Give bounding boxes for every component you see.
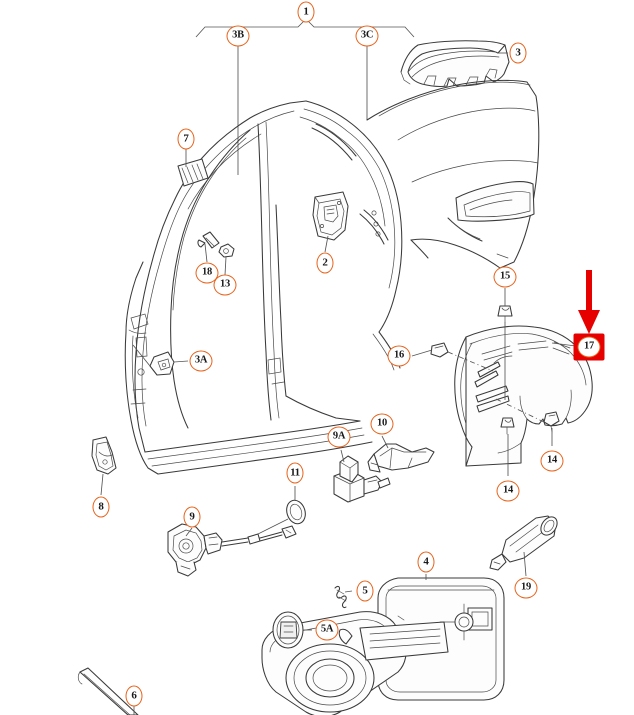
part-6-trim-strip [77,667,139,715]
leader-3A [173,360,189,363]
callout-14[interactable]: 14 [540,450,564,472]
part-3A-clip [149,351,175,376]
part-5A-seal-ring [272,611,304,649]
callout-19[interactable]: 19 [514,577,538,599]
callout-1[interactable]: 1 [297,1,315,23]
highlight-arrow [578,270,600,334]
leader-5 [344,590,353,593]
callout-9A[interactable]: 9A [327,426,351,448]
callout-11[interactable]: 11 [286,462,304,484]
part-2-reinforcement-bracket [312,191,349,241]
leader-8 [100,473,104,496]
part-7-vent-grille [177,158,209,187]
body-side-outer-panel [124,100,403,475]
part-16-fastener-clip [430,342,449,358]
callout-5A[interactable]: 5A [315,619,339,641]
callout-6[interactable]: 6 [125,685,143,707]
callout-17[interactable]: 17 [577,336,601,358]
callout-3[interactable]: 3 [509,42,527,64]
leader-18 [204,243,208,263]
part-14-expanding-rivet-b [500,417,515,435]
callout-7[interactable]: 7 [177,128,195,150]
leader-2 [324,235,329,253]
callout-16[interactable]: 16 [387,345,411,367]
part-18-stud-bolt [197,231,220,249]
span-bracket-top [195,18,415,175]
part-5-spring-clip [334,585,347,609]
leader-17 [551,342,577,347]
part-4-fuel-filler-housing [261,577,505,715]
callout-3B[interactable]: 3B [226,25,250,47]
callout-8[interactable]: 8 [92,496,110,518]
leader-13 [224,256,227,276]
callout-18[interactable]: 18 [195,262,219,284]
part-19-damper [489,515,558,571]
callout-5[interactable]: 5 [356,580,374,602]
callout-4[interactable]: 4 [417,551,435,573]
part-17-wheel-arch-liner [454,325,593,467]
callout-3A[interactable]: 3A [189,350,213,372]
part-9-actuator [167,523,297,577]
leader-3A-b [132,344,151,367]
leader-10 [381,435,389,449]
leader-19 [523,551,527,577]
highlighted-callout-box: 17 [573,333,605,361]
callout-13[interactable]: 13 [213,274,237,296]
leader-9A [340,449,345,463]
part-3-roof-rail-moulding [400,40,510,87]
part-13-nut [218,243,235,258]
part-14-expanding-rivet-a [543,411,560,433]
leader-9 [185,527,193,537]
callout-2[interactable]: 2 [316,252,334,274]
callout-10[interactable]: 10 [370,413,394,435]
leader-16-b [447,351,494,372]
leader-16 [411,349,433,357]
rear-quarter-panel [366,79,540,269]
part-15-push-rivet [497,305,513,323]
callout-15[interactable]: 15 [493,266,517,288]
part-10-release-lever [367,443,435,473]
part-9A-housing [333,455,391,503]
callout-9[interactable]: 9 [183,506,201,528]
leader-11-b [257,518,289,535]
part-8-lower-bracket [91,436,117,475]
part-11-grommet [286,499,306,525]
callout-3C[interactable]: 3C [355,25,379,47]
leader-14-a2 [493,397,545,423]
callout-14[interactable]: 14 [496,480,520,502]
